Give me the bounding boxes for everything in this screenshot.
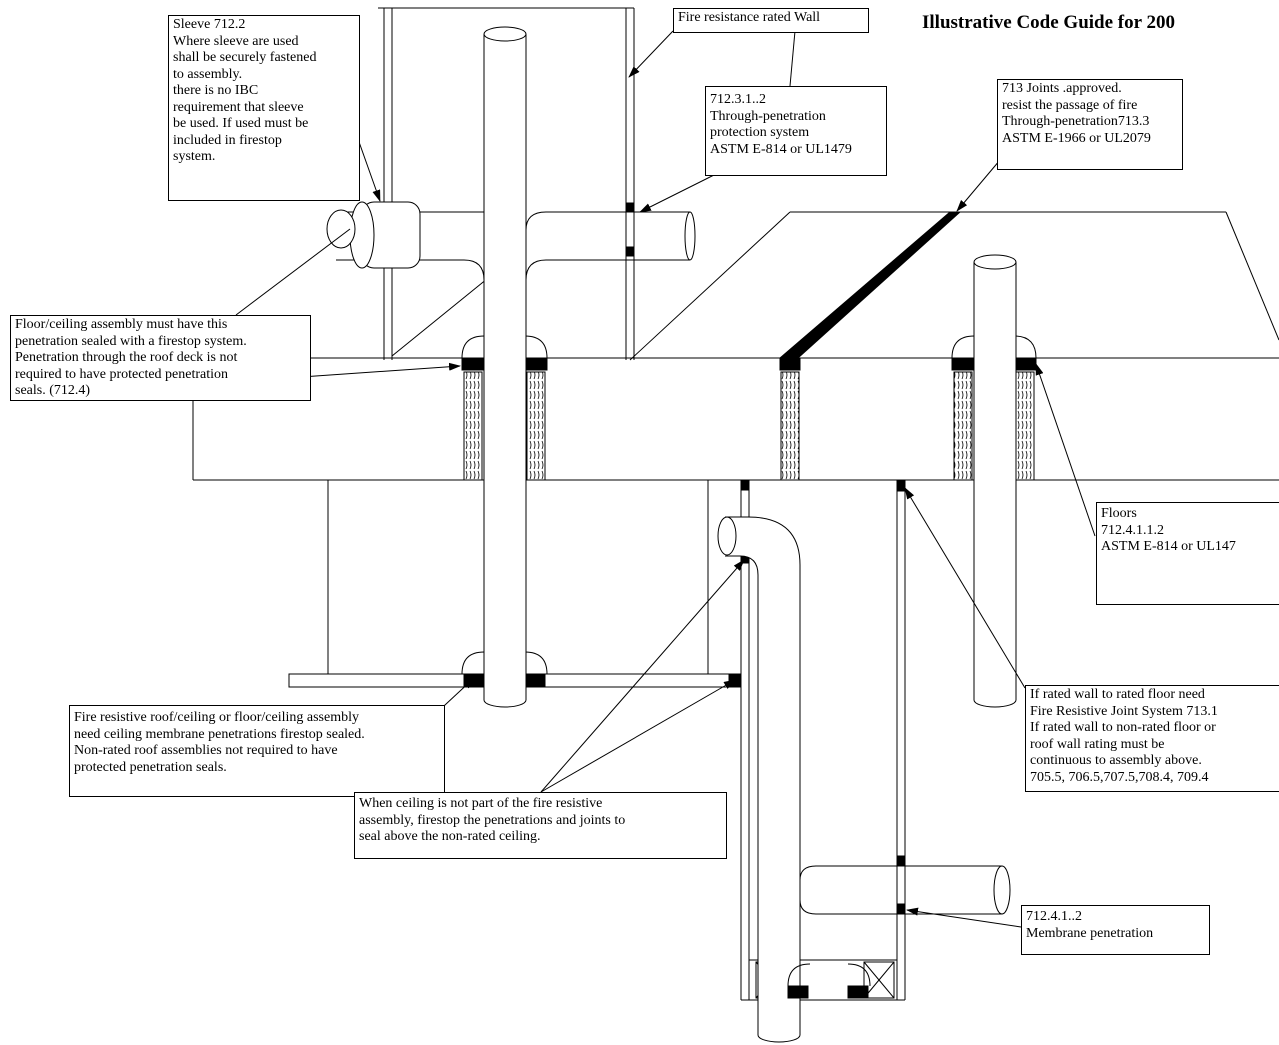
non-rated-ceiling-line: seal above the non-rated ceiling. [359, 829, 541, 844]
through-penetration-note: 712.3.1..2 Through-penetration protectio… [705, 86, 887, 176]
sleeve-note-line: requirement that sleeve [173, 99, 304, 115]
rated-wall-joint-line: continuous to assembly above. [1030, 753, 1202, 768]
leader-lines [235, 30, 1096, 928]
joints-note-line: Through-penetration713.3 [1002, 114, 1150, 129]
roof-ceiling-line: protected penetration seals. [74, 759, 227, 775]
through-penetration-line: Through-penetration [710, 108, 826, 124]
floors-note-line: 712.4.1.1.2 [1101, 522, 1164, 538]
fire-wall-label-text: Fire resistance rated Wall [678, 10, 821, 25]
through-penetration-line: protection system [710, 125, 810, 140]
sleeve-note-line: Sleeve 712.2 [173, 17, 246, 32]
sleeve-note-line: to assembly. [173, 66, 243, 82]
floors-note: Floors 712.4.1.1.2 ASTM E-814 or UL147 [1096, 502, 1279, 605]
floors-note-line: Floors [1101, 506, 1137, 521]
floor-slab [192, 335, 1279, 481]
floor-ceiling-line: penetration sealed with a firestop syste… [15, 333, 247, 349]
roof-ceiling-line: Non-rated roof assemblies not required t… [74, 743, 338, 758]
non-rated-ceiling-line: When ceiling is not part of the fire res… [359, 796, 603, 811]
fire-wall-label: Fire resistance rated Wall [673, 8, 869, 33]
joints-note-line: ASTM E-1966 or UL2079 [1002, 130, 1151, 146]
non-rated-ceiling-line: assembly, firestop the penetrations and … [359, 812, 626, 828]
joint-sealant [778, 211, 962, 359]
roof-slope [790, 211, 1279, 341]
vertical-pipe-right [973, 254, 1017, 708]
joints-note: 713 Joints .approved. resist the passage… [997, 79, 1183, 170]
membrane-note: 712.4.1..2 Membrane penetration [1021, 905, 1210, 955]
membrane-note-line: 712.4.1..2 [1026, 909, 1082, 924]
sleeve-note-line: shall be securely fastened [173, 50, 317, 65]
rated-wall-joint-line: 705.5, 706.5,707.5,708.4, 709.4 [1030, 769, 1209, 785]
page-title: Illustrative Code Guide for 200 [922, 12, 1175, 33]
sleeve-note: Sleeve 712.2 Where sleeve are used shall… [168, 15, 360, 201]
rated-wall-joint-line: Fire Resistive Joint System 713.1 [1030, 703, 1218, 719]
floor-ceiling-line: required to have protected penetration [15, 366, 229, 382]
sleeve-note-line: system. [173, 149, 216, 164]
sleeve-note-line: included in firestop [173, 132, 282, 148]
floors-note-line: ASTM E-814 or UL147 [1101, 539, 1236, 554]
roof-ceiling-line: Fire resistive roof/ceiling or floor/cei… [74, 710, 359, 725]
membrane-note-line: Membrane penetration [1026, 925, 1154, 941]
floor-ceiling-line: seals. (712.4) [15, 383, 91, 398]
rated-wall-joint-line: roof wall rating must be [1030, 736, 1165, 752]
non-rated-ceiling-note: When ceiling is not part of the fire res… [354, 792, 727, 859]
rated-wall-joint-note: If rated wall to rated floor need Fire R… [1025, 685, 1279, 792]
rated-wall-joint-line: If rated wall to rated floor need [1030, 687, 1205, 702]
through-penetration-line: ASTM E-814 or UL1479 [710, 141, 852, 157]
floor-ceiling-note: Floor/ceiling assembly must have this pe… [10, 315, 311, 401]
floor-ceiling-line: Penetration through the roof deck is not [15, 350, 238, 365]
sleeve-note-line: be used. If used must be [173, 116, 309, 131]
floor-ceiling-line: Floor/ceiling assembly must have this [15, 317, 228, 332]
vertical-pipe-main [326, 26, 696, 708]
roof-ceiling-note: Fire resistive roof/ceiling or floor/cei… [69, 705, 445, 797]
rated-wall-joint-line: If rated wall to non-rated floor or [1030, 720, 1216, 735]
roof-ceiling-line: need ceiling membrane penetrations fires… [74, 726, 365, 742]
joints-note-line: 713 Joints .approved. [1002, 81, 1122, 96]
joints-note-line: resist the passage of fire [1002, 97, 1138, 113]
through-penetration-line: 712.3.1..2 [710, 92, 766, 107]
elbow-pipe [717, 516, 1011, 1043]
sleeve-note-line: Where sleeve are used [173, 33, 299, 49]
upper-rated-wall [378, 7, 791, 361]
sleeve-note-line: there is no IBC [173, 83, 259, 98]
